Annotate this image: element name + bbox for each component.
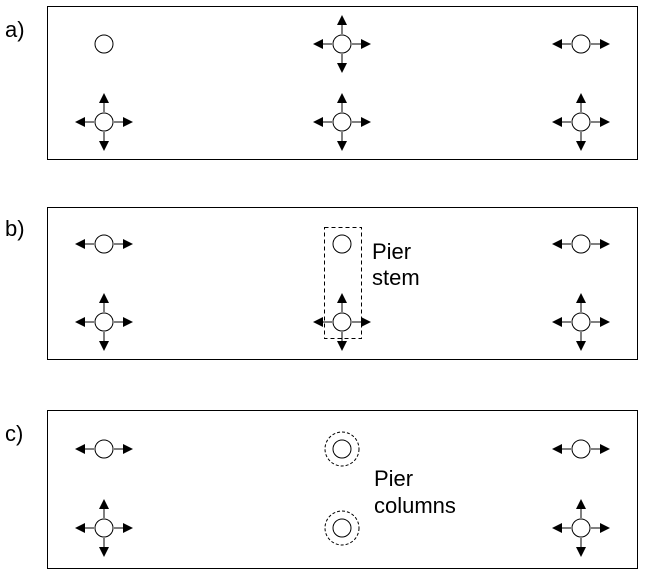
bearing-bottom-right	[571, 518, 591, 538]
panel-label-b: b)	[5, 216, 25, 241]
pier-column-outline-top-center	[324, 431, 360, 467]
bearing-bottom-left	[94, 518, 114, 538]
bearing-bottom-left	[94, 312, 114, 332]
pier-stem-outline	[324, 227, 362, 339]
bearing-bottom-center	[332, 518, 352, 538]
pier-cap-b	[47, 207, 638, 360]
bearing-top-center	[332, 439, 352, 459]
pier-cap-a	[47, 6, 638, 160]
bearing-top-center	[332, 34, 352, 54]
bearing-bottom-center	[332, 112, 352, 132]
pier-stem-label-line1: Pier	[372, 239, 411, 264]
bearing-bottom-right	[571, 112, 591, 132]
bearing-top-right	[571, 34, 591, 54]
bearing-top-right	[571, 234, 591, 254]
bearing-top-left	[94, 439, 114, 459]
pier-columns-label-line2: columns	[374, 493, 456, 518]
pier-stem-label-line2: stem	[372, 265, 420, 290]
bearing-top-left	[94, 234, 114, 254]
bearing-group-a	[75, 15, 610, 151]
pier-columns-label-line1: Pier	[374, 466, 413, 491]
bearing-top-center	[332, 234, 352, 254]
bearing-group-c	[75, 431, 610, 557]
pier-column-outline-bottom-center	[324, 510, 360, 546]
bearing-top-left	[94, 34, 114, 54]
bearing-group-b	[75, 234, 610, 351]
panel-label-a: a)	[5, 17, 25, 42]
bearing-top-right	[571, 439, 591, 459]
pier-cap-c	[47, 410, 638, 569]
bearing-bottom-right	[571, 312, 591, 332]
bearing-bottom-left	[94, 112, 114, 132]
panel-label-c: c)	[5, 421, 23, 446]
bearing-bottom-center	[332, 312, 352, 332]
